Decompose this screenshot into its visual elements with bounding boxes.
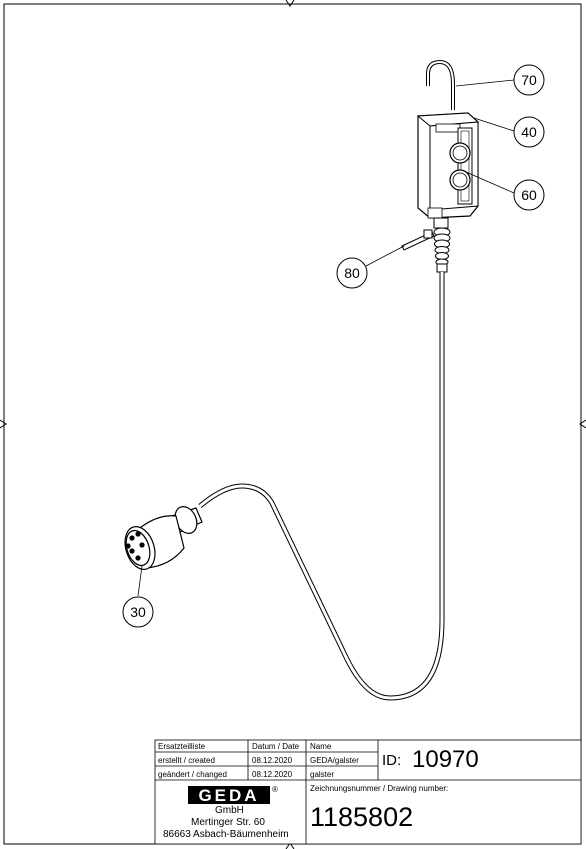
cable-gland [433, 217, 451, 273]
leader-lines [137, 79, 515, 597]
pendant-control-box [416, 112, 480, 219]
callout-circle-30 [122, 596, 154, 628]
svg-text:GEDA: GEDA [198, 786, 259, 805]
cable-inner [199, 272, 444, 700]
tb-erstellt-date: 08.12.2020 [252, 756, 293, 765]
center-mark-right [579, 419, 586, 429]
callout-circle-80 [336, 257, 368, 289]
tb-geaendert-name: galster [310, 770, 335, 779]
tb-geaendert-date: 08.12.2020 [252, 770, 293, 779]
tb-company-city: 86663 Asbach-Bäumenheim [163, 829, 289, 840]
callout-circle-60 [513, 179, 545, 211]
tb-company-suffix: GmbH [215, 805, 244, 816]
tb-datum-header: Datum / Date [252, 742, 300, 751]
callout-label-30: 30 [130, 604, 146, 620]
tb-drawing-number: 1185802 [310, 802, 414, 832]
center-mark-top [285, 0, 295, 7]
tb-drawing-number-label: Zeichnungsnummer / Drawing number: [310, 784, 449, 793]
hook-part [426, 59, 455, 110]
callout-label-80: 80 [344, 265, 360, 281]
tb-geaendert-label: geändert / changed [158, 770, 227, 779]
callout-circle-70 [513, 64, 545, 96]
callout-label-60: 60 [521, 187, 537, 203]
tb-id-value: 10970 [412, 746, 479, 773]
tb-erstellt-label: erstellt / created [158, 756, 215, 765]
cee-plug-part [124, 506, 203, 570]
tb-name-header: Name [310, 742, 332, 751]
tb-ersatzteilliste: Ersatzteilliste [158, 742, 206, 751]
center-mark-left [0, 419, 7, 429]
drawing-frame [3, 3, 582, 845]
tb-id-label: ID: [382, 752, 402, 769]
geda-logo: GEDA ® [188, 785, 278, 805]
tb-company-street: Mertinger Str. 60 [191, 817, 265, 828]
cable-tie-part [401, 229, 435, 251]
callout-label-70: 70 [521, 72, 537, 88]
tb-erstellt-name: GEDA/galster [310, 756, 359, 765]
callout-circle-40 [513, 116, 545, 148]
svg-text:®: ® [272, 785, 278, 794]
callout-label-40: 40 [521, 124, 537, 140]
